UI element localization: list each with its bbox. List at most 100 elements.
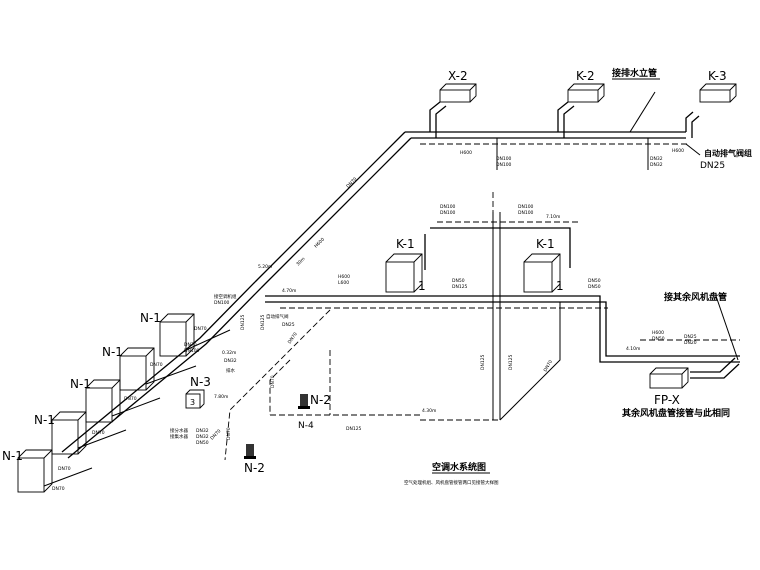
note-other-coil-connect: 接其余风机盘管 — [664, 291, 727, 303]
k2-drop-b — [563, 105, 575, 138]
pl-21: DN50 — [652, 336, 665, 342]
label-n1-1: N-1 — [2, 449, 23, 463]
pl-5: H600 — [460, 150, 472, 156]
pl-28: DN70 — [150, 362, 163, 368]
note-air-vent: 自动排气阀组 — [704, 148, 752, 158]
mid-header-2 — [265, 301, 740, 357]
pl-14: DN50 — [588, 278, 601, 284]
label-k1-left-num: 1 — [418, 279, 426, 293]
unit-n1-2 — [51, 411, 87, 455]
rl-8: DN70 — [543, 359, 555, 373]
label-n3: N-3 — [190, 375, 211, 389]
unit-n1-1 — [17, 449, 53, 493]
pl-20: H600 — [652, 330, 664, 336]
pl-22: DN25 — [684, 334, 697, 340]
unit-labels: X-2 K-2 K-3 K-1 K-1 1 1 FP-X N-1 N-1 N-1… — [2, 69, 727, 475]
rl-6: DN125 — [480, 354, 486, 370]
pl-41: DN50 — [196, 440, 209, 446]
pl-23: DN20 — [684, 340, 697, 346]
label-n1-5: N-1 — [140, 311, 161, 325]
pipe-labels: DN100 DN100 DN32 DN32 H600 H600 DN100 DN… — [52, 148, 697, 492]
drain-note-leader — [629, 91, 656, 133]
pl-4: DN32 — [650, 162, 663, 168]
label-k3: K-3 — [708, 69, 727, 83]
pl-46: 自动排气阀 — [266, 313, 289, 320]
pl-11: 7.10m — [546, 214, 560, 220]
unit-k1-left — [385, 253, 423, 293]
label-n1-2: N-1 — [34, 413, 55, 427]
pl-47: DN25 — [282, 322, 295, 328]
unit-x2 — [439, 83, 477, 103]
note-other-coil-same: 其余风机盘管接管与此相同 — [622, 407, 730, 419]
pl-39: DN32 — [196, 428, 209, 434]
diagram-title: 空调水系统图 — [432, 461, 486, 473]
pl-27: DN100 — [184, 348, 200, 354]
pl-42: 4.30m — [422, 408, 436, 414]
rl-4: DN125 — [240, 314, 246, 330]
air-vent-branch — [685, 143, 701, 156]
label-n2-a: N-2 — [310, 393, 331, 407]
pl-3: DN32 — [650, 156, 663, 162]
n-branch-dash — [224, 309, 331, 461]
x2-drop-b — [435, 105, 447, 138]
rl-10: DN70 — [270, 375, 276, 388]
rl-2: H600 — [313, 237, 326, 250]
rl-5: DN125 — [260, 314, 266, 330]
label-n4: N-4 — [298, 421, 314, 431]
other-coil-leader — [715, 295, 739, 361]
k1-loop-top — [430, 227, 571, 268]
diagonal-supply-pipe-2 — [260, 137, 412, 289]
unit-n1-4 — [119, 347, 155, 391]
pl-29: DN70 — [124, 396, 137, 402]
notes: 接排水立管 自动排气阀组 DN25 接其余风机盘管 其余风机盘管接管与此相同 空… — [404, 67, 752, 486]
diagram-subtitle: 空气处理机组、风机盘管接管两口见接管大样图 — [404, 479, 499, 486]
pl-13: DN125 — [452, 284, 468, 290]
pl-35: 排水 — [226, 367, 235, 374]
pl-25: DN70 — [194, 326, 207, 332]
label-n1-4: N-1 — [102, 345, 123, 359]
note-dn25: DN25 — [700, 161, 725, 171]
pl-16: H600 — [338, 274, 350, 280]
mid-header-1 — [265, 295, 740, 363]
label-k1-left: K-1 — [396, 237, 415, 251]
pump-n2-a — [298, 394, 310, 409]
fpx-branch-a — [690, 357, 736, 373]
note-drain-riser: 接排水立管 — [612, 67, 657, 79]
unit-k2 — [567, 83, 605, 103]
unit-n1-5 — [159, 313, 195, 357]
pl-45: DN100 — [214, 300, 230, 306]
pl-44: 接空调机组 — [214, 293, 237, 300]
label-x2: X-2 — [448, 69, 468, 83]
pl-18: 4.70m — [282, 288, 296, 294]
k3-riser-a — [685, 111, 694, 132]
label-k1-right: K-1 — [536, 237, 555, 251]
n1-supply-diag — [61, 281, 256, 453]
pl-40: DN32 — [196, 434, 209, 440]
k2-drop-a — [557, 101, 569, 132]
pump-n2-b — [244, 444, 256, 459]
rl-11: DN70 — [226, 427, 232, 440]
pl-24: 4.10m — [626, 346, 640, 352]
label-k2: K-2 — [576, 69, 595, 83]
rl-3: 30m — [295, 256, 306, 267]
pl-43: DN125 — [346, 426, 362, 432]
label-n3-num: 3 — [190, 398, 195, 407]
pl-8: DN100 — [440, 210, 456, 216]
pl-33: 0.32m — [222, 350, 236, 356]
pl-26: DN70 — [184, 342, 197, 348]
pl-1: DN100 — [496, 156, 512, 162]
n-dash-riser-2 — [269, 359, 291, 415]
unit-n1-3 — [85, 379, 121, 423]
pl-2: DN100 — [496, 162, 512, 168]
equipment — [17, 83, 737, 493]
pl-34: DN32 — [224, 358, 237, 364]
pl-10: DN100 — [518, 210, 534, 216]
pl-17: L600 — [338, 280, 349, 286]
pl-7: DN100 — [440, 204, 456, 210]
pl-38: 接集水器 — [170, 433, 188, 440]
rotated-labels: DN70 H600 30m DN125 DN125 DN125 DN125 DN… — [209, 176, 554, 441]
pl-37: 接分水器 — [170, 427, 188, 434]
label-k1-right-num: 1 — [556, 279, 564, 293]
k3-riser-b — [691, 115, 700, 138]
